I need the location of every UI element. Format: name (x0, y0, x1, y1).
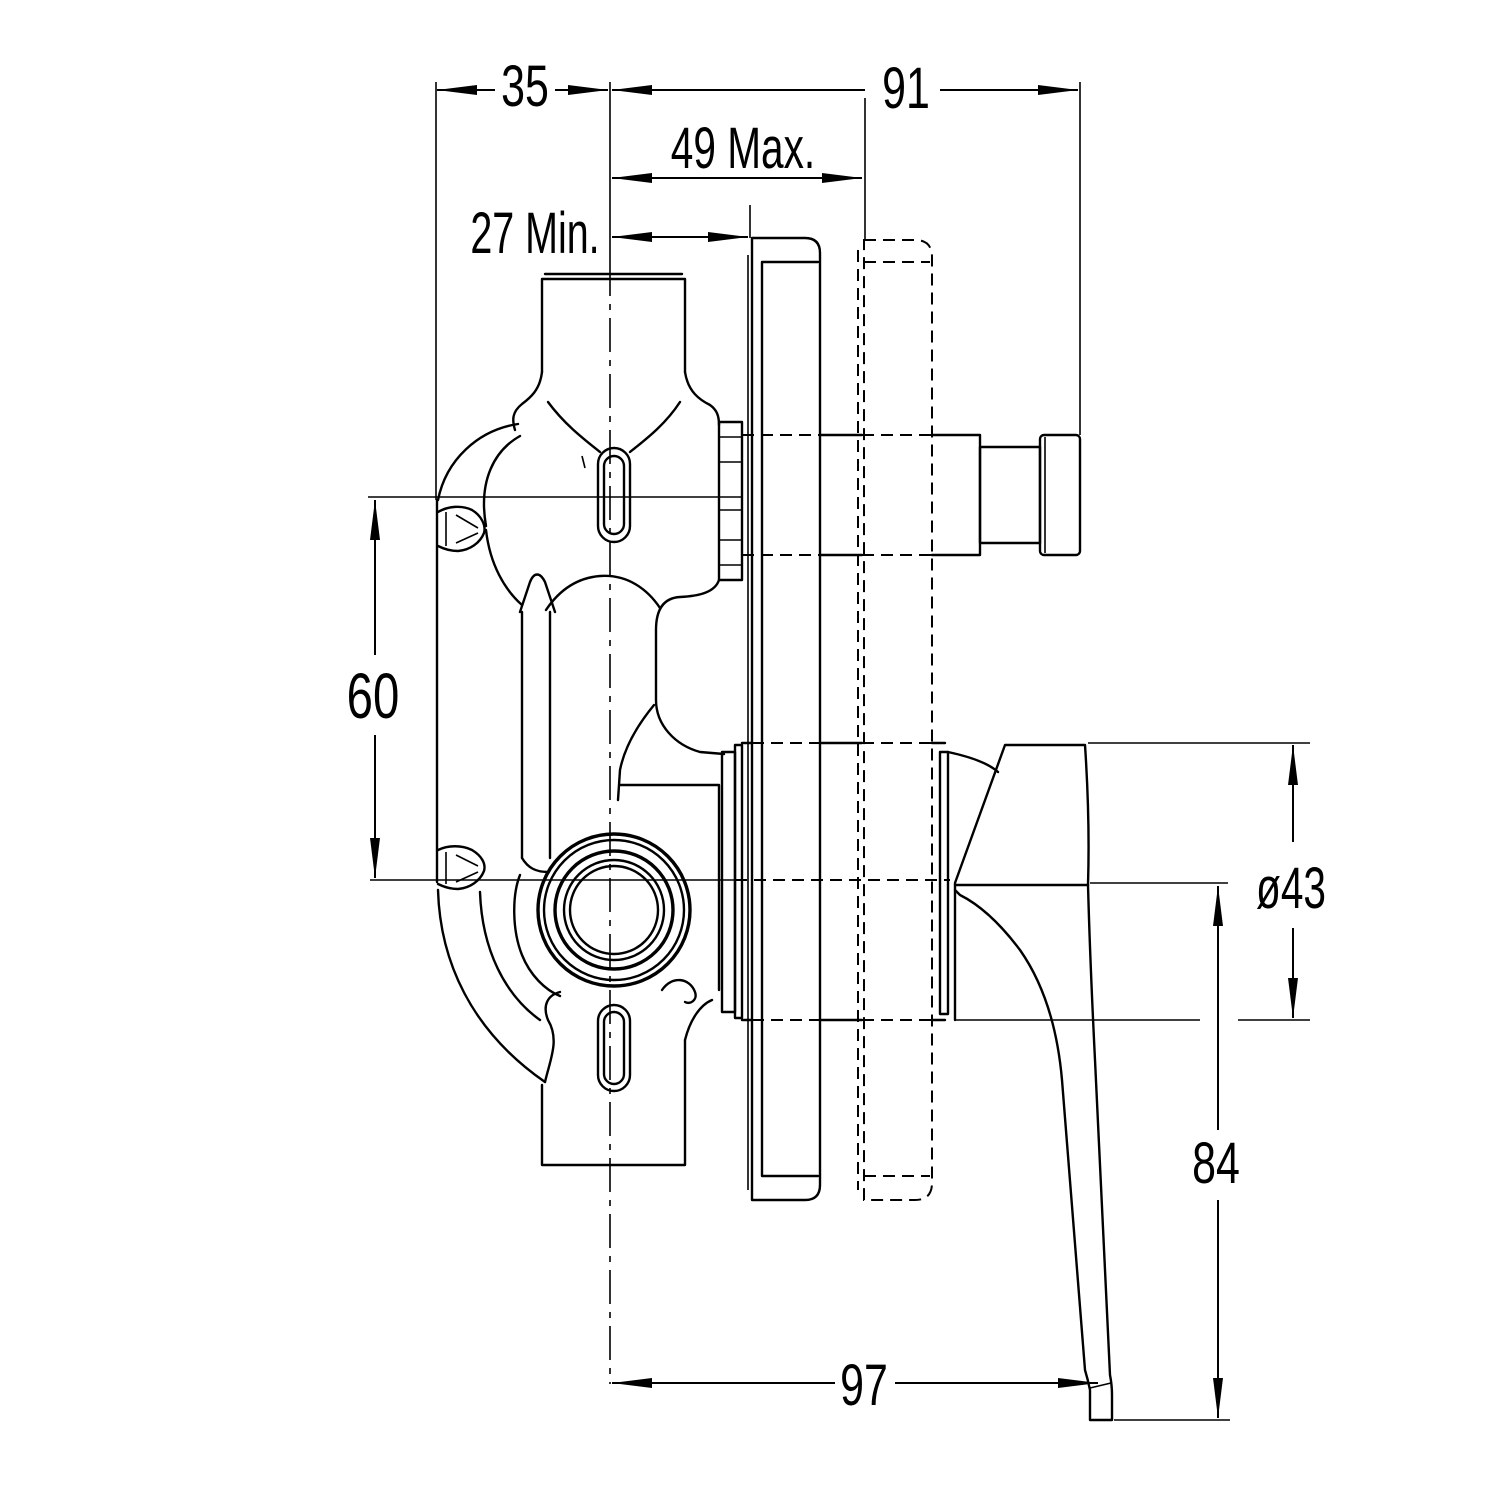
left-channel-rod-head (518, 573, 557, 614)
upper-inner-arc (482, 434, 522, 528)
stem-visible-2 (930, 433, 982, 557)
sleeve-edge-visible (740, 741, 947, 1022)
body-step-line (618, 783, 721, 992)
inlet-port-outer (536, 832, 692, 988)
sleeve-edge-hidden (752, 742, 932, 1021)
left-channel-rod (520, 610, 552, 860)
upper-right-flare (683, 370, 721, 427)
cover-plate-max-inner (864, 261, 930, 1177)
diverter-stem (742, 433, 1082, 557)
sleeve-collar-curve (946, 750, 1000, 774)
lower-fixing-lug (436, 845, 486, 891)
stem-collar (978, 445, 1042, 545)
upper-inner-side (484, 528, 524, 607)
label-overall-projection: 91 (882, 56, 930, 121)
inlet-port-ring-1 (542, 838, 686, 982)
upper-diagonal-right (628, 400, 682, 454)
upper-outer-arc (436, 422, 520, 502)
lever-handle (953, 743, 1114, 1422)
dimension-labels: 35 91 49 Max. 27 Min. 60 ø43 84 97 (347, 54, 1326, 1418)
label-body-depth: 35 (501, 54, 549, 119)
body-inner-curve (616, 703, 656, 802)
valve-body (435, 272, 744, 1167)
stem-visible-1 (818, 433, 864, 557)
label-wall-depth-min: 27 Min. (470, 200, 599, 265)
upper-diagonal-left (546, 400, 602, 454)
cover-plate-outline (750, 236, 822, 1202)
cover-plate-inner (760, 260, 820, 1178)
diverter-knob (1038, 433, 1082, 557)
upper-fixing-lug-detail (445, 512, 479, 546)
label-diameter: ø43 (1256, 856, 1326, 921)
label-inlet-spacing: 60 (347, 660, 400, 732)
top-pipe (540, 277, 687, 374)
body-right-waist (654, 578, 726, 756)
upper-chamber-arch (544, 574, 662, 612)
inlet-port-ring-2 (553, 849, 675, 971)
upper-nut-facets (719, 436, 742, 566)
lower-outlet-slot (596, 1003, 632, 1093)
cartridge-sleeve (740, 741, 1000, 1022)
lower-inner-arc (478, 890, 542, 1022)
bottom-pipe (540, 1038, 687, 1167)
upper-fixing-lug (436, 505, 486, 553)
upper-outlet-slot (596, 446, 632, 544)
lower-outer-arc (436, 888, 547, 1084)
label-lever-reach: 97 (840, 1353, 888, 1418)
inlet-port-ring-4 (568, 864, 660, 956)
lever-outline (953, 743, 1114, 1422)
stem-hidden-2 (862, 434, 932, 556)
cover-plate-max-outline (863, 239, 933, 1201)
lower-nut (720, 750, 737, 1014)
upper-outlet-slot-inner (602, 454, 626, 536)
lower-left-flare (543, 990, 562, 1084)
lower-boss (660, 978, 697, 1005)
label-lever-drop: 84 (1192, 1131, 1240, 1196)
left-channel-rod-foot (520, 856, 550, 874)
cover-plate (747, 236, 822, 1202)
dimension-lines (370, 85, 1298, 1418)
lower-circle-surround (513, 873, 562, 998)
stem-hidden-1 (742, 434, 820, 556)
cover-plate-max-position (857, 239, 933, 1201)
lower-outlet-slot-inner (602, 1010, 626, 1086)
lower-nut-face (733, 743, 744, 1020)
lower-fixing-lug-detail (445, 852, 479, 884)
inlet-port-ring-3 (562, 858, 666, 962)
lower-right-flare (683, 998, 714, 1042)
sleeve-flange (938, 750, 950, 1016)
extension-lines (368, 82, 1310, 1421)
upper-nut (717, 420, 744, 582)
upper-mark (581, 455, 586, 469)
label-wall-depth-max: 49 Max. (671, 116, 815, 181)
upper-left-flare (512, 370, 544, 432)
